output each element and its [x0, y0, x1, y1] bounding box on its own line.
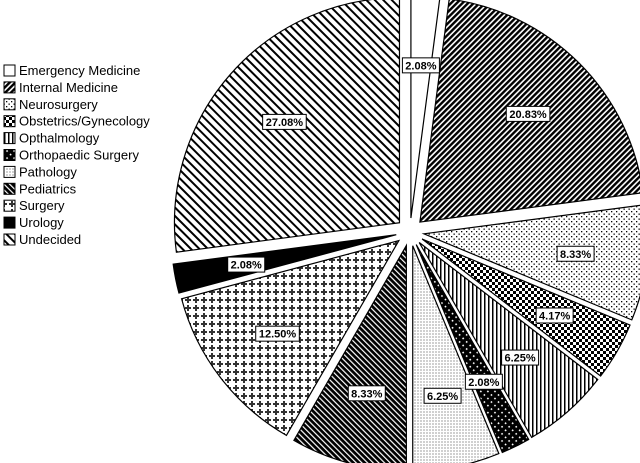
slice-label-text: 6.25% [505, 353, 536, 365]
slice-label-box [255, 325, 300, 342]
legend-item-pediatrics: Pediatrics [3, 181, 77, 196]
slice-label-text: 2.08% [231, 260, 262, 272]
legend-swatch [3, 165, 16, 178]
slice-label-5: 2.08% [464, 373, 503, 390]
legend-item-undecided: Undecided [3, 232, 81, 247]
legend-swatch [3, 81, 16, 94]
slice-label-text: 6.25% [427, 391, 458, 403]
pie-slice-obstetrics-gynecology [421, 238, 631, 377]
slice-label-2: 8.33% [556, 245, 595, 262]
legend-item-urology: Urology [3, 215, 64, 230]
pie-slice-neurosurgery [421, 204, 640, 321]
slice-label-box [556, 245, 595, 262]
pie-slice-emergency-medicine [410, 0, 441, 219]
legend-item-surgery: Surgery [3, 198, 65, 213]
slice-label-7: 8.33% [347, 385, 386, 402]
legend-label: Urology [19, 215, 64, 230]
legend-item-neurosurgery: Neurosurgery [3, 97, 98, 112]
legend-label: Emergency Medicine [19, 63, 140, 78]
legend-swatch [3, 216, 16, 229]
legend-label: Opthalmology [19, 131, 100, 146]
legend-swatch [3, 98, 16, 111]
legend-item-opthalmology: Opthalmology [3, 131, 100, 146]
legend-label: Obstetrics/Gynecology [19, 114, 150, 129]
slice-labels: 2.08% 20.83% 8.33% 4.17% 6.25% 2.08% 6.25% 8.33… [227, 57, 595, 404]
slice-label-text: 2.08% [468, 377, 499, 389]
legend-swatch [3, 115, 16, 128]
legend-item-pathology: Pathology [3, 164, 77, 179]
slice-label-text: 2.08% [405, 60, 436, 72]
slice-label-box [501, 349, 540, 366]
slice-label-3: 4.17% [535, 307, 574, 324]
slice-label-text: 20.83% [509, 109, 547, 121]
slice-label-text: 27.08% [266, 117, 304, 129]
legend-item-internal-medicine: Internal Medicine [3, 80, 118, 95]
slice-label-text: 8.33% [560, 249, 591, 261]
pie-slice-opthalmology [418, 242, 599, 439]
slice-label-box [423, 387, 462, 404]
legend-swatch [3, 64, 16, 77]
slice-label-6: 6.25% [423, 387, 462, 404]
slice-label-text: 8.33% [351, 388, 382, 400]
legend-label: Neurosurgery [19, 97, 98, 112]
slice-label-box [464, 373, 503, 390]
slice-label-8: 12.50% [255, 325, 300, 342]
slice-label-box [262, 113, 307, 130]
slice-label-10: 27.08% [262, 113, 307, 130]
legend-swatch [3, 149, 16, 161]
legend-label: Pediatrics [19, 181, 77, 196]
slice-label-box [347, 385, 386, 402]
slice-label-box [505, 105, 551, 122]
pie-slice-orthopaedic-surgery [415, 244, 530, 454]
legend-swatch [3, 199, 16, 212]
slice-label-0: 2.08% [401, 57, 440, 74]
slice-label-9: 2.08% [227, 256, 266, 273]
legend-label: Undecided [19, 232, 81, 247]
legend-item-orthopaedic-surgery: Orthopaedic Surgery [3, 148, 139, 163]
legend-swatch [3, 233, 16, 246]
slice-label-1: 20.83% [505, 105, 551, 122]
slice-label-box [401, 57, 440, 74]
legend-swatch [3, 182, 16, 195]
pie-slice-urology [172, 234, 397, 294]
slice-label-box [535, 307, 574, 324]
pie-slice-pathology [412, 245, 500, 463]
slice-label-4: 6.25% [501, 349, 540, 366]
slice-label-text: 4.17% [539, 310, 570, 322]
legend-label: Internal Medicine [19, 80, 118, 95]
slice-label-box [227, 256, 266, 273]
legend-swatch [3, 132, 16, 145]
legend-label: Surgery [19, 198, 65, 213]
legend-label: Orthopaedic Surgery [19, 148, 139, 163]
slice-label-text: 12.50% [259, 329, 297, 341]
legend-item-emergency-medicine: Emergency Medicine [3, 63, 140, 78]
legend-label: Pathology [19, 164, 77, 179]
legend-item-obstetrics-gynecology: Obstetrics/Gynecology [3, 114, 150, 129]
pie-slices [172, 0, 640, 463]
